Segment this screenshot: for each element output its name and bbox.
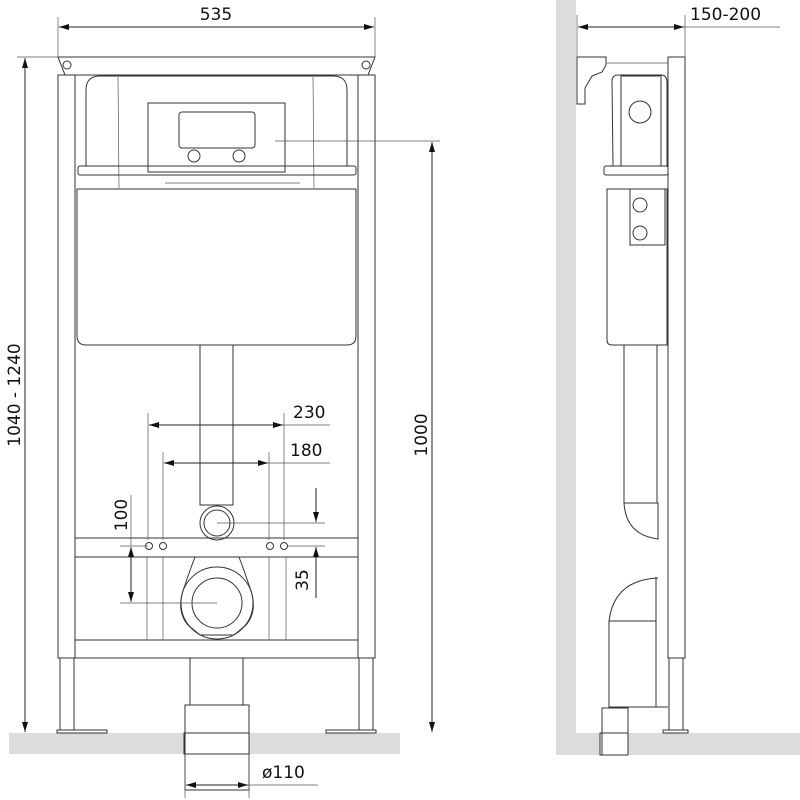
dim-bolt-180-label: 180: [290, 441, 322, 461]
side-view-frame: [576, 56, 689, 734]
dim-wall-depth-label: 150-200: [690, 5, 761, 25]
dim-total-height: 1040 - 1240: [5, 56, 58, 732]
dim-100-label: 100: [112, 499, 132, 531]
drain-floor-cut: [183, 732, 250, 755]
dim-bolt-230-label: 230: [293, 403, 325, 423]
cistern-side: [603, 74, 669, 346]
dim-flush-height: 1000: [275, 140, 440, 732]
pipes-side: [601, 345, 668, 756]
dim-frame-width: 535: [57, 5, 376, 57]
dim-flush-height-label: 1000: [412, 413, 432, 456]
dim-frame-width-label: 535: [200, 5, 232, 25]
wall-side: [556, 0, 576, 755]
bowl-mount-front: [74, 537, 359, 791]
dim-total-height-label: 1040 - 1240: [5, 343, 25, 446]
dim-bolt-180: 180: [162, 441, 330, 540]
dim-35: 35: [217, 488, 325, 598]
cistern-front: [76, 75, 357, 346]
floor-side: [556, 733, 800, 755]
front-view-frame: [56, 56, 377, 734]
dim-bolt-230: 230: [147, 403, 330, 540]
dim-drain-diameter-label: ø110: [262, 763, 305, 783]
dim-wall-depth: 150-200: [576, 5, 780, 57]
flush-pipe-front: [199, 344, 235, 541]
drain-floor-cut-side: [599, 732, 629, 756]
dim-100: 100: [112, 495, 217, 604]
dim-35-label: 35: [293, 569, 313, 591]
dim-drain-diameter: ø110: [184, 754, 318, 798]
